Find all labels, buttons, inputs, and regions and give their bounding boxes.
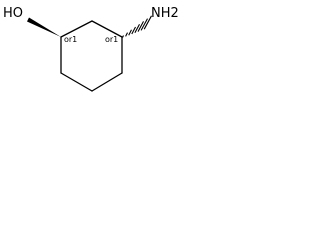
- hash-bond-c3-nh2: [122, 15, 152, 38]
- hydroxyl-label: HO: [3, 6, 23, 21]
- bond-c5-c6: [60, 72, 93, 92]
- stereo-label-c3: or1: [105, 35, 118, 44]
- bond-c1-c2: [60, 20, 93, 38]
- cyclohexane-ring: [60, 20, 123, 92]
- bond-c4-c5: [91, 72, 123, 92]
- stereo-label-c1: or1: [64, 35, 77, 44]
- wedge-bond-c1-oh: [27, 17, 61, 37]
- amine-label: NH2: [151, 6, 179, 21]
- bond-c2-c3: [91, 20, 123, 38]
- molecule-structure: HO NH2 or1 or1: [3, 6, 179, 92]
